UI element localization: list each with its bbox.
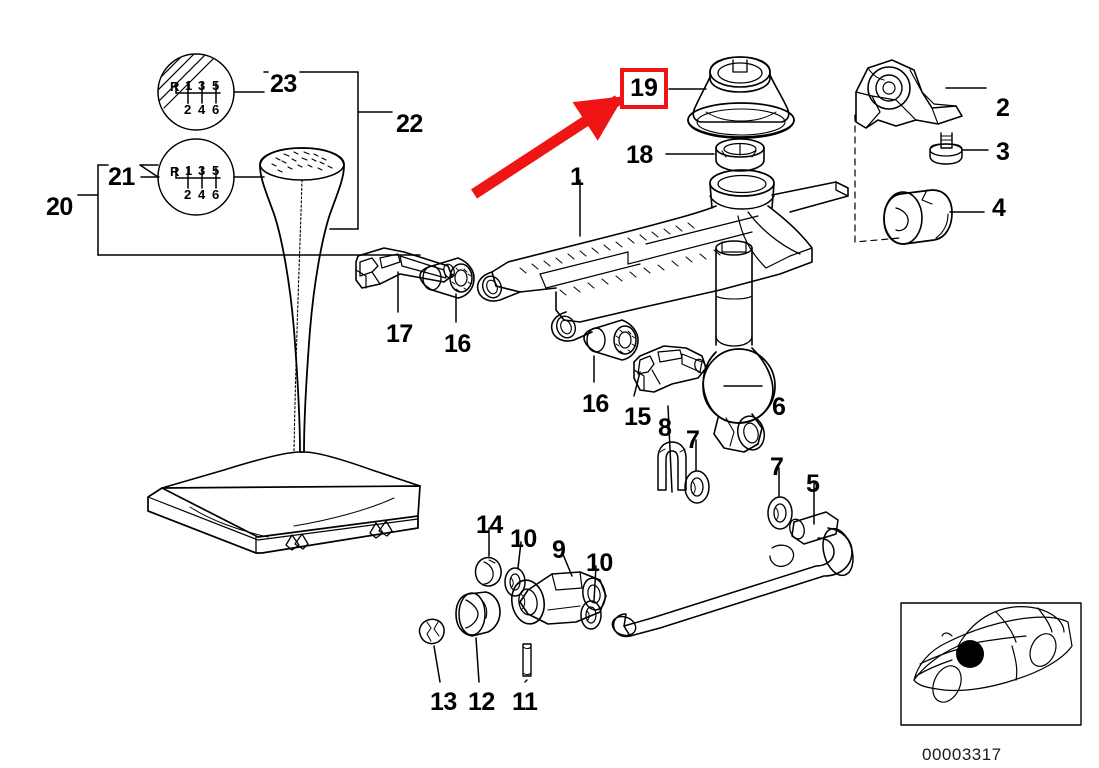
part-1-selector-rod-assembly [476,169,849,342]
part-callout-6[interactable]: 6 [772,393,786,421]
part-callout-20[interactable]: 20 [46,193,73,221]
part-17-selector-joint [355,247,455,289]
part-callout-3[interactable]: 3 [996,138,1010,166]
highlighted-part-number-19[interactable]: 19 [620,68,668,109]
part-15-selector-joint [633,345,707,393]
highlight-arrow [470,95,624,199]
dashed-reference-lines [854,114,901,243]
part-callout-8[interactable]: 8 [658,414,672,442]
part-7-washer-left [684,470,710,504]
pattern-lower-1: 1 [185,163,193,178]
part-callout-4[interactable]: 4 [992,194,1006,222]
pattern-upper-1: 1 [185,78,193,93]
part-callout-15[interactable]: 15 [624,403,651,431]
part-callout-11[interactable]: 11 [512,688,538,716]
pattern-lower-3: 3 [198,163,206,178]
part-callout-12[interactable]: 12 [468,688,495,716]
pattern-upper-2: 2 [184,102,192,117]
pattern-label-r: R [170,79,180,94]
leader-bracket-20 [77,164,421,256]
part-callout-18[interactable]: 18 [626,141,653,169]
part-callout-1[interactable]: 1 [570,163,584,191]
part-callout-2[interactable]: 2 [996,94,1010,122]
part-13-cap [418,618,445,645]
shift-pattern-lower [157,138,235,216]
part-3-bolt [929,132,963,165]
part-7-washer-right [767,496,793,530]
part-4-damper [883,189,953,245]
location-marker-dot [956,640,984,668]
part-callout-16[interactable]: 16 [582,390,609,418]
part-callout-10[interactable]: 10 [586,549,613,577]
part-callout-22[interactable]: 22 [396,110,423,138]
part-callout-9[interactable]: 9 [552,536,566,564]
shift-pattern-upper-labels: R [170,80,179,93]
part-6-selector-rod [702,240,776,453]
diagram-id-label: 00003317 [922,745,1002,764]
pattern-upper-6: 6 [212,102,220,117]
part-callout-21[interactable]: 21 [108,163,135,191]
pattern-upper-3: 3 [198,78,206,93]
part-18-bushing [715,138,765,172]
part-10-washer-right [580,600,602,630]
part-callout-16[interactable]: 16 [444,330,471,358]
part-callout-5[interactable]: 5 [806,470,820,498]
shift-knob-and-boot [147,147,421,554]
pattern-lower-r: R [170,164,180,179]
pattern-upper-5: 5 [212,78,220,93]
part-11-pin [522,643,532,677]
part-callout-17[interactable]: 17 [386,320,413,348]
part-16-bushing-upper [419,257,475,299]
part-19-bearing-cover [687,56,795,139]
part-2-mount-bracket [855,59,963,129]
part-14-circlip [474,556,502,587]
pattern-lower-4: 4 [198,187,206,202]
part-callout-7[interactable]: 7 [686,426,700,454]
part-8-retaining-clip [657,441,687,491]
part-callout-14[interactable]: 14 [476,511,503,539]
vehicle-thumbnail [900,602,1082,726]
part-callout-10[interactable]: 10 [510,525,537,553]
part-10-washer-left [504,567,526,597]
leader-line-21 [139,164,159,178]
callout-leader-lines [397,87,989,683]
pattern-upper-4: 4 [198,102,206,117]
part-9-joint-body [510,571,607,625]
part-12-bushing [455,591,501,637]
part-callout-13[interactable]: 13 [430,688,457,716]
part-5-shift-rod [611,511,854,638]
pattern-lower-5: 5 [212,163,220,178]
part-callout-23[interactable]: 23 [270,70,297,98]
leader-bracket-22 [329,71,393,230]
pattern-lower-6: 6 [212,187,220,202]
pattern-lower-2: 2 [184,187,192,202]
shift-pattern-upper [157,53,235,131]
part-callout-7[interactable]: 7 [770,453,784,481]
part-16-bushing-lower [583,319,639,361]
